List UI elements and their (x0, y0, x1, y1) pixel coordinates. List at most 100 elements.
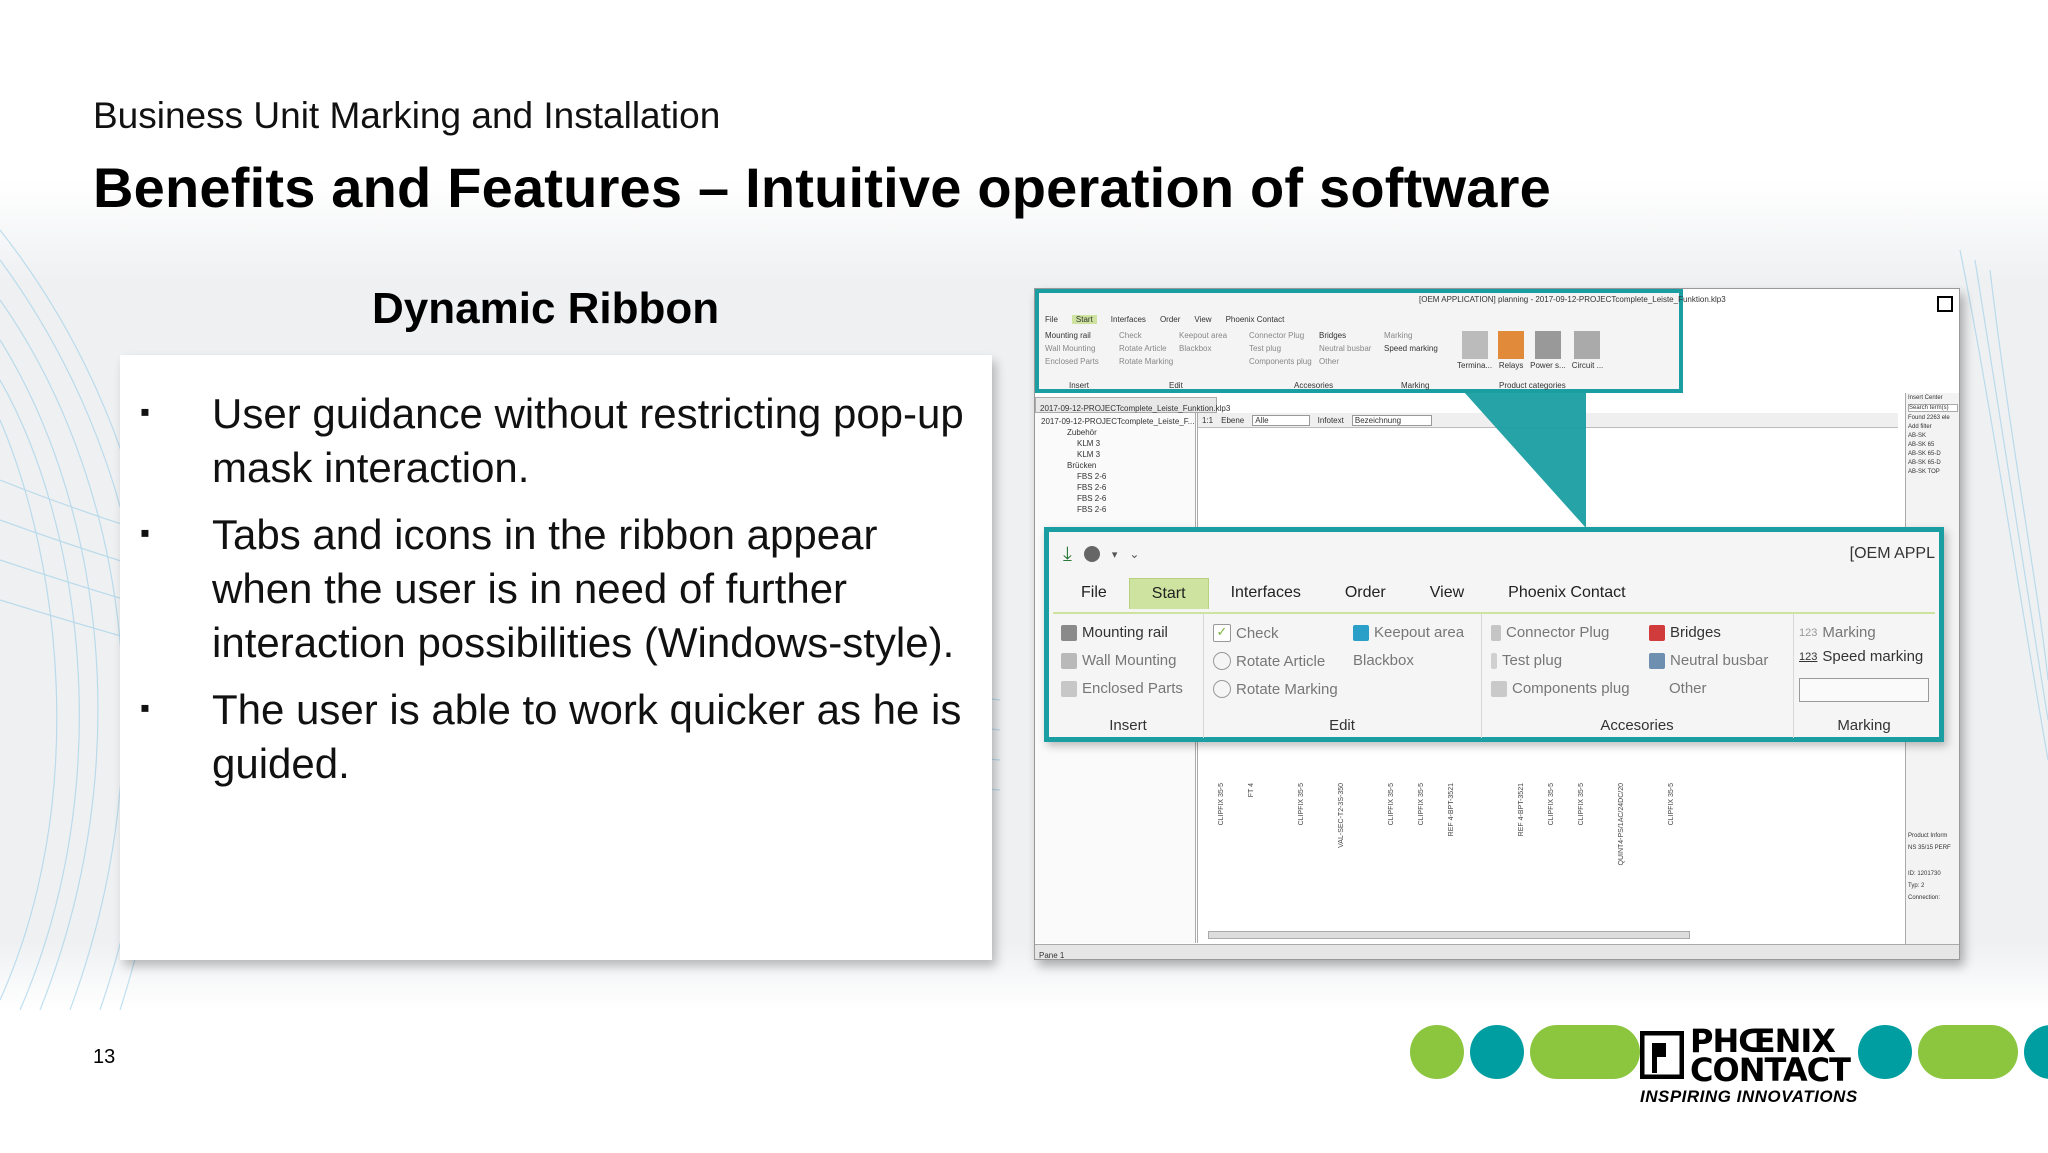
product-category[interactable]: Termina... (1457, 331, 1492, 370)
speed-marking-input[interactable] (1799, 678, 1929, 702)
mini-item[interactable]: Wall Mounting (1045, 344, 1096, 353)
product-category[interactable]: Relays (1498, 331, 1525, 370)
zoom-level[interactable]: 1:1 (1202, 415, 1214, 425)
mounting-rail-button[interactable]: Mounting rail (1061, 624, 1168, 641)
insert-center-header: Insert Center (1908, 395, 1943, 401)
mini-item[interactable]: Rotate Article (1119, 344, 1167, 353)
tree-item[interactable]: Zubehör (1067, 428, 1097, 437)
mini-item[interactable]: Enclosed Parts (1045, 357, 1099, 366)
tree-item[interactable]: FBS 2-6 (1077, 505, 1107, 514)
level-select[interactable]: Alle (1252, 414, 1310, 426)
ribbon-group-accesories: Connector Plug Test plug Components plug… (1481, 614, 1794, 738)
tab-start[interactable]: Start (1128, 578, 1209, 609)
tree-list: 2017-09-12-PROJECTcomplete_Leiste_F... Z… (1035, 413, 1195, 514)
mini-tab[interactable]: Interfaces (1110, 315, 1146, 324)
ribbon-app-title: [OEM APPL (1849, 545, 1935, 562)
mini-item[interactable]: Speed marking (1384, 344, 1438, 353)
mini-item[interactable]: Connector Plug (1249, 331, 1305, 340)
tree-item[interactable]: Brücken (1067, 461, 1097, 470)
brand-pill-green (1530, 1025, 1640, 1079)
speed-marking-button[interactable]: 123 Speed marking (1799, 648, 1923, 665)
mini-tab[interactable]: File (1045, 315, 1058, 324)
keepout-area-label: Keepout area (1374, 624, 1465, 641)
insert-center-item[interactable]: AB-SK 65 (1908, 442, 1935, 448)
add-filter-button[interactable]: Add filter (1908, 424, 1932, 430)
record-icon[interactable] (1083, 546, 1100, 562)
product-category-label: Termina... (1457, 361, 1493, 370)
tab-file[interactable]: File (1081, 584, 1107, 601)
connector-plug-button[interactable]: Connector Plug (1491, 624, 1609, 641)
mini-item[interactable]: Neutral busbar (1319, 344, 1372, 353)
tree-item[interactable]: 2017-09-12-PROJECTcomplete_Leiste_F... (1041, 417, 1195, 426)
dropdown-arrow-icon[interactable]: ▾ (1111, 548, 1118, 561)
mini-tab[interactable]: Order (1159, 315, 1181, 324)
slide-header: Business Unit Marking and Installation B… (93, 95, 1551, 220)
mini-item[interactable]: Bridges (1319, 331, 1347, 340)
tab-order[interactable]: Order (1344, 584, 1386, 601)
wall-mounting-button[interactable]: Wall Mounting (1061, 652, 1176, 669)
check-button[interactable]: ✓ Check (1213, 624, 1279, 642)
mini-item[interactable]: Other (1319, 357, 1340, 366)
mini-item[interactable]: Rotate Marking (1119, 357, 1174, 366)
mini-insert-group: Mounting rail Wall Mounting Enclosed Par… (1045, 331, 1099, 366)
tree-item[interactable]: FBS 2-6 (1077, 483, 1107, 492)
insert-center-item[interactable]: AB-SK 65-D (1908, 460, 1941, 466)
insert-center-item[interactable]: AB-SK (1908, 433, 1927, 439)
document-tab[interactable]: 2017-09-12-PROJECTcomplete_Leiste_Funkti… (1035, 397, 1230, 413)
mini-item[interactable]: Keepout area (1179, 331, 1228, 340)
mini-item[interactable]: Marking (1384, 331, 1413, 340)
mini-item[interactable]: Components plug (1249, 357, 1312, 366)
tab-view[interactable]: View (1429, 584, 1465, 601)
tree-item[interactable]: FBS 2-6 (1077, 494, 1107, 503)
test-plug-button[interactable]: Test plug (1491, 652, 1562, 669)
terminal-label: CLIPFIX 35-5 (1578, 783, 1585, 826)
tab-interfaces[interactable]: Interfaces (1230, 584, 1301, 601)
bridges-button[interactable]: Bridges (1649, 624, 1721, 641)
marking-button[interactable]: 123 Marking (1799, 624, 1876, 641)
zoom-callout-connector (1464, 392, 1586, 528)
customize-icon[interactable]: ⌄ (1129, 547, 1140, 561)
keepout-area-button[interactable]: Keepout area (1353, 624, 1464, 641)
check-icon: ✓ (1213, 624, 1231, 642)
mini-logo (1937, 295, 1953, 313)
mini-tab[interactable]: Start (1071, 315, 1097, 324)
search-input[interactable]: Search term(s) (1908, 404, 1958, 412)
bullet-text: User guidance without restricting pop-up… (212, 390, 964, 491)
mini-group-label: Accesories (1294, 381, 1334, 390)
tree-item[interactable]: FBS 2-6 (1077, 472, 1107, 481)
mini-item[interactable]: Blackbox (1179, 344, 1212, 353)
neutral-busbar-button[interactable]: Neutral busbar (1649, 652, 1768, 669)
infotext-label: Infotext (1317, 415, 1344, 425)
mini-tab[interactable]: Phoenix Contact (1225, 315, 1285, 324)
insert-center-item[interactable]: AB-SK 65-D (1908, 451, 1941, 457)
found-count: Found 2263 ele (1908, 415, 1950, 421)
tree-item[interactable]: KLM 3 (1077, 450, 1101, 459)
product-category[interactable]: Circuit ... (1571, 331, 1604, 370)
rotate-article-label: Rotate Article (1236, 652, 1326, 670)
mini-item[interactable]: Test plug (1249, 344, 1282, 353)
blackbox-button[interactable]: Blackbox (1353, 652, 1414, 669)
other-button[interactable]: Other (1669, 680, 1707, 697)
brand-dot-teal (1470, 1025, 1524, 1079)
components-plug-button[interactable]: Components plug (1491, 680, 1630, 697)
tab-phoenix-contact[interactable]: Phoenix Contact (1508, 584, 1626, 601)
mini-item[interactable]: Check (1119, 331, 1142, 340)
rotate-marking-button[interactable]: Rotate Marking (1213, 680, 1338, 698)
mini-tab[interactable]: View (1194, 315, 1212, 324)
download-icon[interactable]: ⤓ (1063, 542, 1072, 565)
infotext-select[interactable]: Bezeichnung (1351, 414, 1433, 426)
bullet-item: ▪Tabs and icons in the ribbon appear whe… (140, 508, 972, 670)
bridges-label: Bridges (1670, 624, 1721, 641)
insert-center-item[interactable]: AB-SK TOP (1908, 469, 1940, 475)
product-category-label: Circuit ... (1571, 361, 1604, 370)
horizontal-scrollbar[interactable] (1208, 931, 1690, 939)
terminal-label: QUINT4-PS/1AC/24DC/20 (1618, 783, 1625, 866)
enclosed-parts-button[interactable]: Enclosed Parts (1061, 680, 1183, 697)
product-category[interactable]: Power s... (1530, 331, 1566, 370)
brand-tagline: INSPIRING INNOVATIONS (1640, 1087, 1858, 1106)
bullet-item: ▪User guidance without restricting pop-u… (140, 387, 972, 495)
mini-item[interactable]: Mounting rail (1045, 331, 1091, 340)
mini-marking-group: Marking Speed marking (1384, 331, 1438, 353)
tree-item[interactable]: KLM 3 (1077, 439, 1101, 448)
rotate-article-button[interactable]: Rotate Article (1213, 652, 1325, 670)
